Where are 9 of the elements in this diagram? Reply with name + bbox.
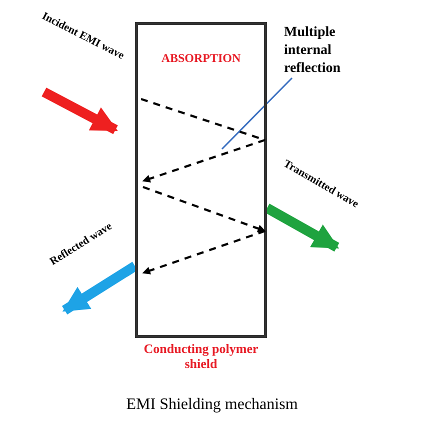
internal-reflection-drawing xyxy=(141,98,266,274)
absorption-label: ABSORPTION xyxy=(160,51,242,66)
wave-arrow xyxy=(62,262,138,315)
annotation-text: Multiple internal reflection xyxy=(284,24,358,78)
wave-arrow xyxy=(42,88,118,134)
leader-line xyxy=(221,77,293,150)
caption: EMI Shielding mechanism xyxy=(125,396,299,414)
wave-arrow xyxy=(264,204,340,252)
shield-caption: Conducting polymer shield xyxy=(142,341,260,371)
